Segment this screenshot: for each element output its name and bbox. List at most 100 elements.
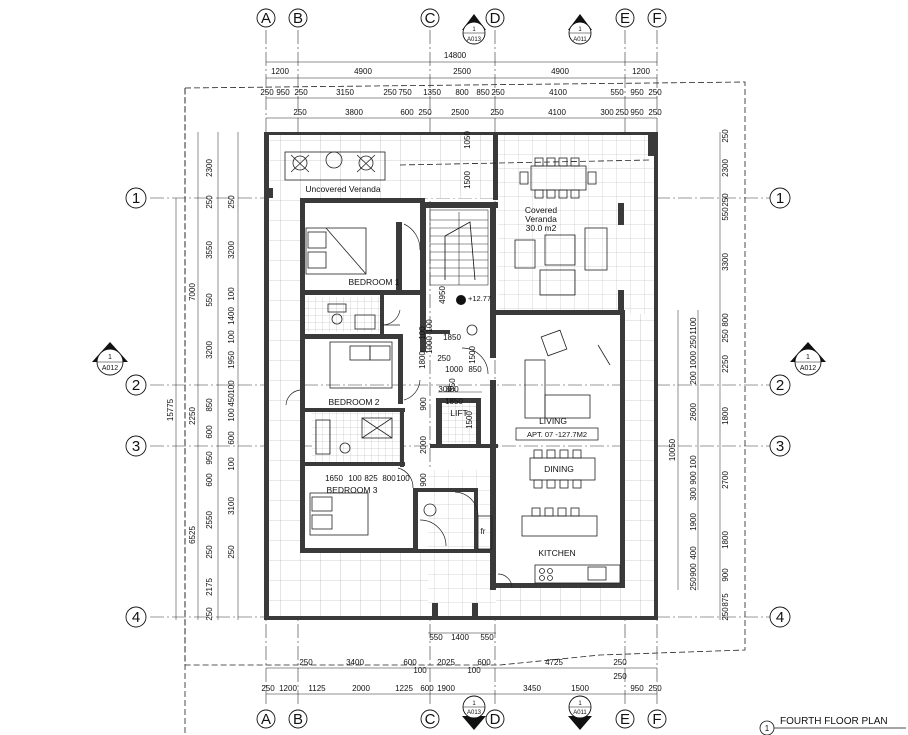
section-markers: 1 A013 1 A011 1 A012 1 A012 1 A013 xyxy=(92,14,826,730)
dim-right: 1000 xyxy=(689,351,698,369)
dim-right: 400 xyxy=(689,546,698,560)
room-label-covered-area: 30.0 m2 xyxy=(526,223,557,233)
grid-row-label: 1 xyxy=(132,190,140,207)
dim-interior: 1800 xyxy=(418,351,427,369)
dim-top: 1350 xyxy=(423,88,441,97)
dim-overall-width: 14800 xyxy=(444,51,467,60)
grid-bubbles xyxy=(125,8,791,729)
dim-bottom: 2025 xyxy=(437,658,455,667)
dim-left: 250 xyxy=(205,545,214,559)
dimension-texts: 14800 1200 4900 2500 4900 1200 250 950 2… xyxy=(166,51,730,693)
dim-top: 4100 xyxy=(549,88,567,97)
dim-top: 250 xyxy=(260,88,274,97)
dim-interior: 800 xyxy=(382,474,396,483)
right-terrace-floor xyxy=(620,314,658,617)
dim-interior: 1000 xyxy=(445,365,463,374)
dim-interior: 250 xyxy=(437,354,451,363)
dim-top: 950 xyxy=(630,88,644,97)
dim-top: 250 xyxy=(615,108,629,117)
svg-text:A013: A013 xyxy=(467,710,482,716)
grid-col-label: B xyxy=(293,711,303,728)
dim-top: 950 xyxy=(276,88,290,97)
grid-col-label: D xyxy=(490,711,501,728)
grid-col-label: D xyxy=(490,10,501,27)
room-label-bedroom2: BEDROOM 2 xyxy=(328,397,379,407)
covered-veranda-floor xyxy=(498,134,656,314)
svg-text:1: 1 xyxy=(578,701,582,707)
dim-left: 250 xyxy=(205,195,214,209)
dim-left: 7000 xyxy=(188,283,197,301)
dim-right: 200 xyxy=(689,371,698,385)
grid-col-label: A xyxy=(261,711,271,728)
room-label-living: LIVING xyxy=(539,416,567,426)
dim-bottom: 1200 xyxy=(279,684,297,693)
dim-interior: 1850 xyxy=(443,333,461,342)
dim-right: 900 xyxy=(689,563,698,577)
svg-text:1: 1 xyxy=(472,27,476,33)
dim-interior: 1050 xyxy=(463,131,472,149)
room-label-uncovered-veranda: Uncovered Veranda xyxy=(305,184,380,194)
dim-right: 2700 xyxy=(721,471,730,489)
svg-text:1: 1 xyxy=(472,701,476,707)
dim-bottom: 3400 xyxy=(346,658,364,667)
dim-top: 250 xyxy=(383,88,397,97)
dim-interior: 100 xyxy=(418,326,427,340)
room-label-covered-veranda: Covered xyxy=(525,205,557,215)
dim-bottom: 950 xyxy=(630,684,644,693)
dim-right: 250 xyxy=(721,129,730,143)
dim-interior: 4950 xyxy=(438,286,447,304)
dim-bottom: 100 xyxy=(467,666,481,675)
level-marker-icon xyxy=(456,295,466,305)
svg-text:A013: A013 xyxy=(467,37,482,43)
dim-bottom: 3450 xyxy=(523,684,541,693)
grid-row-label: 4 xyxy=(776,609,784,626)
grid-col-label: F xyxy=(652,711,661,728)
dim-bottom: 600 xyxy=(420,684,434,693)
dim-top: 2500 xyxy=(451,108,469,117)
dim-right: 300 xyxy=(689,487,698,501)
dim-stair: 1400 xyxy=(451,633,469,642)
dim-left: 100 xyxy=(227,408,236,422)
dim-left: 250 xyxy=(227,195,236,209)
dim-top: 950 xyxy=(630,108,644,117)
dim-interior: 100 xyxy=(396,474,410,483)
fridge-label: fr xyxy=(481,527,486,536)
section-marker: 1 A012 xyxy=(92,342,128,376)
uncovered-veranda-floor xyxy=(270,134,498,198)
dim-left: 2250 xyxy=(188,407,197,425)
dim-right: 875 xyxy=(721,593,730,607)
dim-bottom: 250 xyxy=(613,658,627,667)
title-marker: 1 xyxy=(765,724,770,733)
dim-right: 100 xyxy=(689,455,698,469)
dim-top: 800 xyxy=(455,88,469,97)
room-label-dining: DINING xyxy=(544,464,574,474)
grid-row-label: 2 xyxy=(132,377,140,394)
dim-bottom: 600 xyxy=(403,658,417,667)
dim-interior: 350 xyxy=(448,378,457,392)
dim-top: 250 xyxy=(418,108,432,117)
dim-right: 250 xyxy=(721,193,730,207)
dim-top: 4100 xyxy=(548,108,566,117)
walls xyxy=(264,132,658,620)
dim-interior: 1850 xyxy=(445,397,463,406)
grid-row-label: 1 xyxy=(776,190,784,207)
dim-interior: 850 xyxy=(468,365,482,374)
dim-left: 250 xyxy=(205,607,214,621)
dim-bottom: 2000 xyxy=(352,684,370,693)
dim-interior: 2000 xyxy=(419,436,428,454)
dim-bottom: 1225 xyxy=(395,684,413,693)
dim-bottom: 1900 xyxy=(437,684,455,693)
dim-left: 2175 xyxy=(205,578,214,596)
bottom-terrace-floor xyxy=(268,553,428,617)
grid-col-label: C xyxy=(425,711,436,728)
room-label-kitchen: KITCHEN xyxy=(538,548,575,558)
section-marker: 1 A011 xyxy=(568,14,592,45)
corridor-floor xyxy=(428,470,496,618)
grid-col-label: C xyxy=(425,10,436,27)
room-label-bedroom3: BEDROOM 3 xyxy=(326,485,377,495)
room-label-bedroom1: BEDROOM 1 xyxy=(348,277,399,287)
dim-interior: 1500 xyxy=(463,171,472,189)
dim-interior: 300 xyxy=(438,385,452,394)
dim-top: 4900 xyxy=(551,67,569,76)
room-label-covered-veranda: Veranda xyxy=(525,214,557,224)
